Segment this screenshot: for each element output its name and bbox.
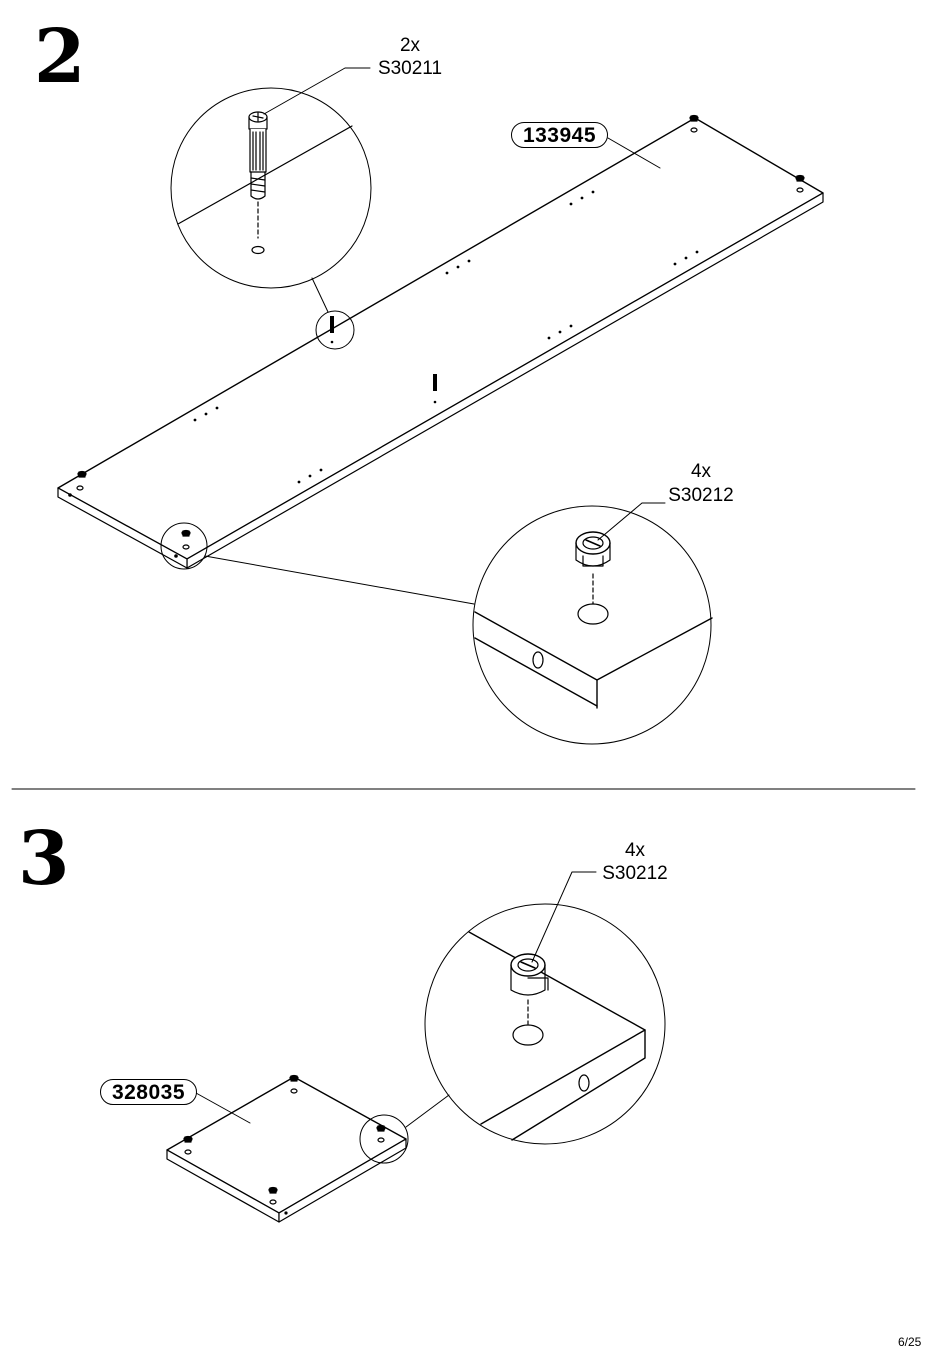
hardware-code-cam-lock: S30212 (659, 486, 743, 505)
hardware-qty-cam-lock: 4x (676, 462, 726, 481)
page-number: 6/25 (898, 1335, 921, 1349)
hardware-code-cam-lock-step3: S30212 (593, 864, 677, 883)
hardware-qty-bolt: 2x (385, 36, 435, 55)
step-number-3: 3 (18, 822, 70, 896)
connector-bolts-small (330, 316, 437, 403)
step-number-2: 2 (34, 20, 86, 94)
detail-circle-bolt (171, 68, 371, 349)
cam-lock-icon (576, 532, 610, 566)
detail-circle-cam-lock-step3 (360, 872, 665, 1163)
connector-bolt-icon (249, 112, 267, 199)
part-id-badge-step3: 328035 (100, 1079, 197, 1105)
detail-circle-cam-lock (161, 503, 712, 744)
part-id-badge: 133945 (511, 122, 608, 148)
cam-lock-icon (511, 954, 548, 995)
hardware-qty-cam-lock-step3: 4x (610, 841, 660, 860)
hardware-code-bolt: S30211 (368, 59, 452, 78)
cam-lock-markers (77, 116, 804, 550)
shelf-pin-holes (194, 191, 699, 484)
panel-328035 (167, 1077, 406, 1222)
